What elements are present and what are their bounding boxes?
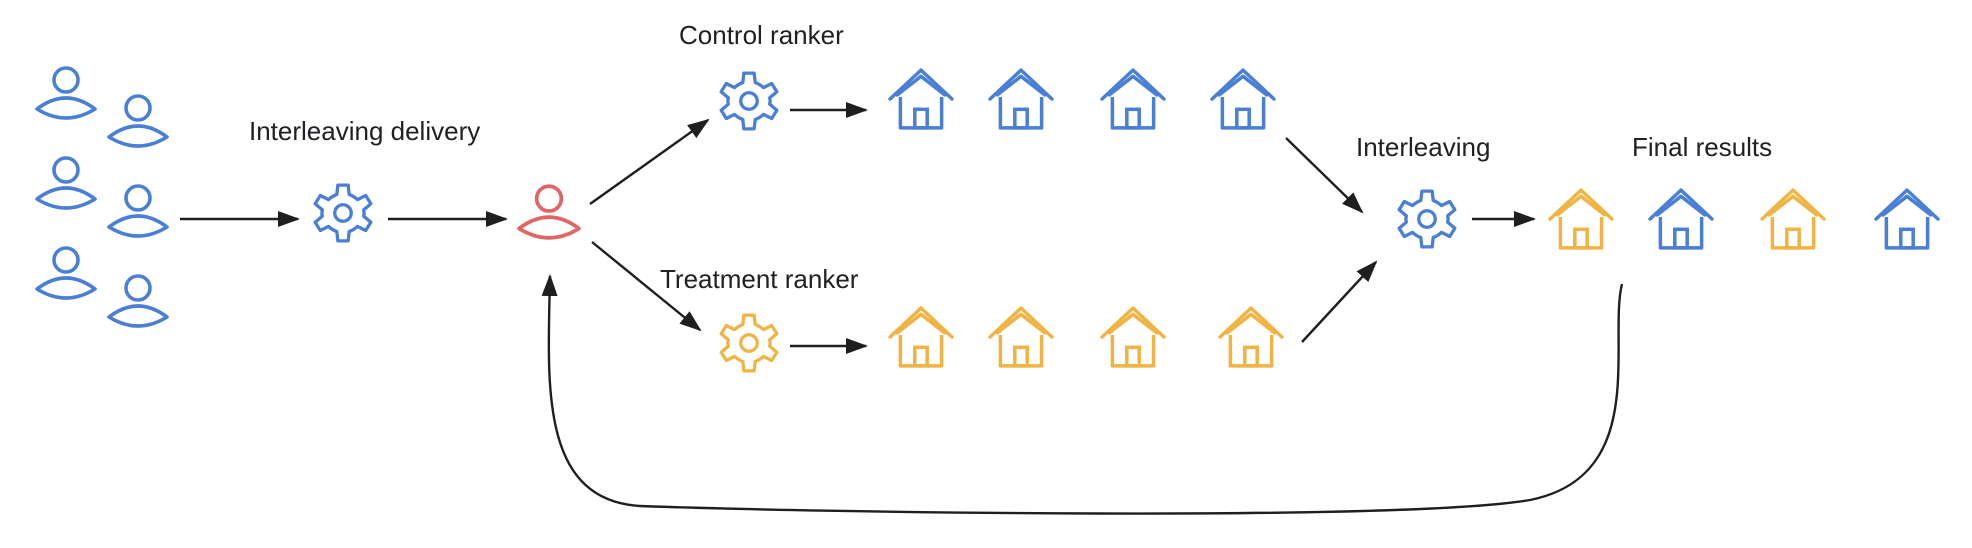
user-icon xyxy=(107,94,169,148)
house-icon xyxy=(1874,188,1940,250)
final-results xyxy=(1548,188,1940,250)
interleaving-label: Interleaving xyxy=(1356,132,1490,162)
treatment-gear-icon xyxy=(719,313,779,373)
arrow-control-to-interleaving xyxy=(1285,137,1364,214)
users-group xyxy=(35,66,169,328)
house-icon xyxy=(988,306,1054,368)
control-results xyxy=(888,68,1276,130)
user-icon xyxy=(107,274,169,328)
house-icon xyxy=(1760,188,1826,250)
treatment-results xyxy=(888,306,1284,368)
house-icon xyxy=(1548,188,1614,250)
feedback-loop-arrow xyxy=(541,274,1624,515)
arrow-user-to-control xyxy=(589,118,710,205)
gear-icon xyxy=(1397,189,1457,249)
house-icon xyxy=(1100,68,1166,130)
treatment-ranker-label: Treatment ranker xyxy=(660,264,859,294)
interleaving-delivery-label: Interleaving delivery xyxy=(249,116,480,146)
house-icon xyxy=(988,68,1054,130)
selected-user-icon xyxy=(517,184,581,240)
house-icon xyxy=(1210,68,1276,130)
house-icon xyxy=(888,306,954,368)
control-gear-icon xyxy=(719,71,779,131)
house-icon xyxy=(1100,306,1166,368)
user-icon xyxy=(107,184,169,238)
house-icon xyxy=(1218,306,1284,368)
arrow-user-to-treatment xyxy=(591,241,702,332)
gear-icon xyxy=(313,183,373,243)
house-icon xyxy=(888,68,954,130)
control-ranker-label: Control ranker xyxy=(679,20,844,50)
house-icon xyxy=(1648,188,1714,250)
arrow-treatment-to-interleaving xyxy=(1301,260,1378,343)
final-results-label: Final results xyxy=(1632,132,1772,162)
user-icon xyxy=(35,246,97,300)
user-icon xyxy=(35,156,97,210)
user-icon xyxy=(35,66,97,120)
